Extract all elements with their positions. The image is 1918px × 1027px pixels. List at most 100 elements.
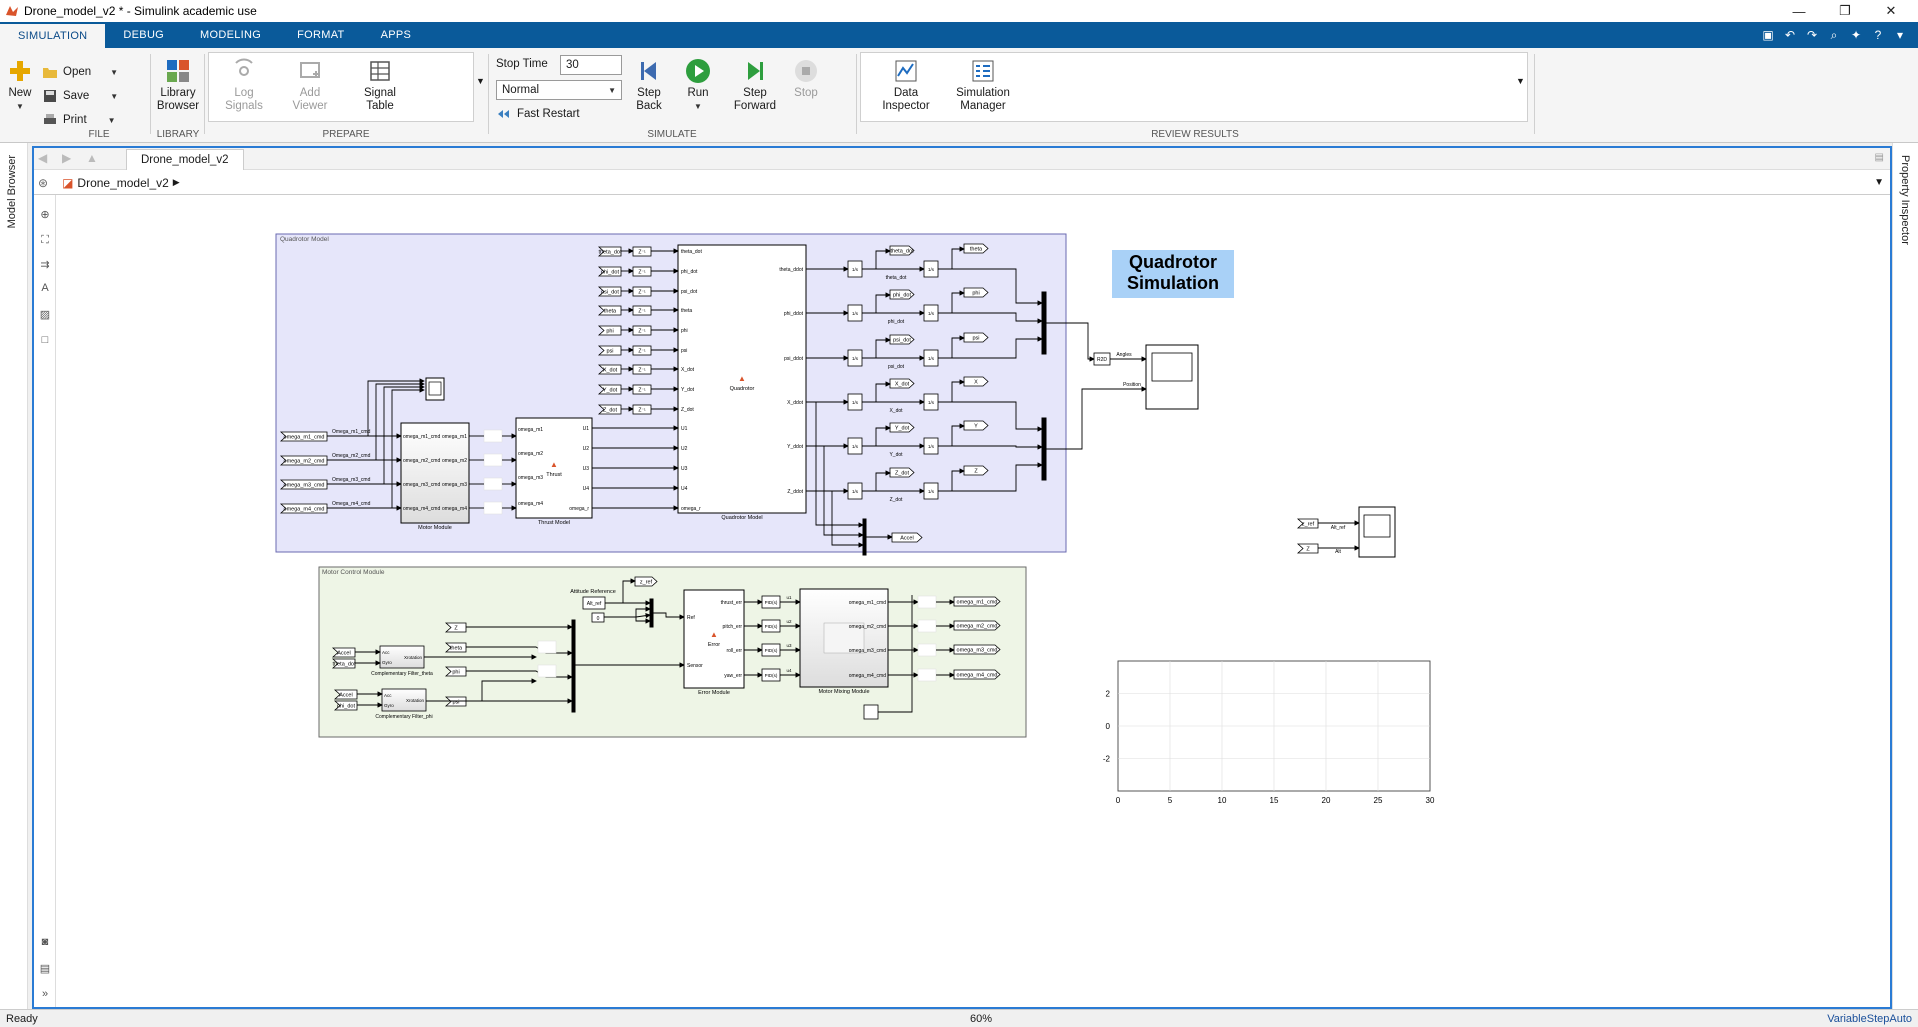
simulation-mode-select[interactable]: Normal▼ (496, 80, 622, 100)
sim-manager-label-2: Manager (960, 100, 1006, 112)
to-pos-mux-5 (938, 462, 1043, 492)
step-back-icon (641, 62, 656, 80)
zero-label: 0 (597, 616, 600, 622)
save-icon[interactable]: ▣ (1762, 28, 1774, 42)
library-group-title: LIBRARY (156, 129, 200, 140)
minimize-button[interactable]: — (1792, 3, 1806, 19)
property-icon[interactable]: ▤ (39, 962, 51, 975)
divider (856, 54, 857, 134)
chevron-down-icon[interactable]: ▼ (1516, 76, 1525, 86)
u-label-3: u4 (786, 668, 792, 673)
right-side-panel: Property Inspector (1892, 143, 1918, 1009)
arrow-icon[interactable]: ⇉ (40, 258, 50, 271)
motor-module-block (400, 422, 470, 524)
close-button[interactable]: ✕ (1885, 3, 1897, 18)
tab-modeling[interactable]: MODELING (200, 29, 262, 41)
open-button[interactable]: Open▼ (42, 64, 118, 80)
delay-label-4: Z⁻¹ (638, 329, 646, 335)
chevron-down-icon[interactable]: ▼ (476, 76, 485, 86)
cf-phi-xrot: Xrotation (406, 698, 425, 703)
motor-in-port-3: omega_m4_cmd (403, 506, 440, 512)
screenshot-icon[interactable]: ◙ (41, 936, 49, 948)
thrust-matlab-icon: ▲ (550, 460, 558, 469)
forward-icon[interactable]: ▶ (62, 151, 72, 165)
zero-to-mux-c (635, 617, 651, 624)
breadcrumb[interactable]: Drone_model_v2 (77, 175, 169, 190)
stop-button[interactable]: Stop (788, 58, 824, 100)
search-icon[interactable]: ⌕ (1830, 27, 1838, 42)
motor-out-port-1: omega_m2 (442, 458, 467, 464)
quad-in-port-6: X_dot (681, 367, 695, 373)
plot-xtick-2: 10 (1218, 796, 1227, 805)
run-button[interactable]: Run▼ (680, 58, 716, 113)
signal-label-omega_m2_cmd: Omega_m2_cmd (332, 453, 371, 459)
undo-icon[interactable]: ↶ (1784, 28, 1796, 42)
unit-delay-0 (632, 246, 652, 257)
solver-name[interactable]: VariableStepAuto (1827, 1012, 1912, 1025)
save-label: Save (63, 90, 90, 102)
thrust-model-block (515, 417, 593, 519)
mix-out-port-1: omega_m2_cmd (849, 624, 886, 630)
pid-label-2: PID(s) (765, 648, 778, 653)
divider (488, 54, 489, 134)
maximize-button[interactable]: ❐ (1839, 3, 1851, 18)
goto-tag-accel (891, 532, 923, 543)
expand-icon[interactable]: » (41, 988, 49, 1000)
redo-icon[interactable]: ↷ (1806, 28, 1818, 42)
fit-view-icon[interactable]: ⛶ (41, 233, 49, 246)
goto-tag-theta-label: theta (970, 247, 983, 253)
step-fwd-label-2: Forward (733, 100, 777, 112)
property-inspector-tab[interactable]: Property Inspector (1899, 155, 1911, 245)
model-browser-tab[interactable]: Model Browser (6, 155, 18, 229)
from-tag-phi_dot (597, 266, 622, 277)
quad-in-port-10: U2 (681, 446, 688, 452)
zoom-level[interactable]: 60% (970, 1012, 993, 1025)
error-label: Error (708, 642, 720, 648)
up-icon[interactable]: ▲ (86, 151, 98, 165)
stop-time-input[interactable]: 30 (560, 55, 622, 75)
print-button[interactable]: Print▼ (42, 112, 116, 128)
fast-restart-button[interactable]: Fast Restart (496, 106, 580, 122)
goto-tag-accel-label: Accel (900, 536, 913, 542)
breadcrumb-arrow-icon[interactable]: ▶ (172, 177, 180, 187)
back-icon[interactable]: ◀ (38, 151, 48, 165)
plot-ytick-0: 2 (1106, 690, 1111, 699)
tab-debug[interactable]: DEBUG (123, 29, 165, 41)
from-tag-z (1296, 543, 1319, 554)
annotation-icon[interactable]: A (41, 282, 49, 294)
tab-apps[interactable]: APPS (380, 29, 412, 41)
community-icon[interactable]: ✦ (1850, 28, 1862, 42)
error-matlab-icon: ▲ (710, 630, 718, 639)
tab-format[interactable]: FORMAT (297, 29, 345, 41)
chevron-down-icon[interactable]: ▼ (1874, 177, 1884, 188)
image-icon[interactable]: ▨ (39, 308, 51, 321)
goto-tag-X-label: X (974, 380, 978, 386)
model-tab[interactable]: Drone_model_v2 (126, 149, 244, 170)
help-icon[interactable]: ? (1874, 28, 1882, 42)
review-gallery (860, 52, 1528, 122)
area-icon[interactable]: □ (41, 334, 49, 346)
angles-mux (1041, 291, 1047, 355)
save-button[interactable]: Save▼ (42, 88, 118, 104)
simulate-group-title: SIMULATE (647, 129, 697, 140)
new-button[interactable]: New▼ (4, 58, 36, 113)
mix-out-port-3: omega_m4_cmd (849, 673, 886, 679)
zoom-icon[interactable]: ⊕ (40, 208, 50, 221)
review-group-title: REVIEW RESULTS (1151, 129, 1239, 140)
prepare-gallery (208, 52, 474, 122)
hide-icon[interactable]: ⊛ (38, 175, 49, 190)
grid-icon[interactable]: ▤ (1874, 152, 1884, 163)
chevron-down-icon[interactable]: ▾ (1896, 28, 1904, 42)
thrust-label: Thrust (546, 472, 562, 478)
tab-simulation[interactable]: SIMULATION (0, 22, 106, 48)
